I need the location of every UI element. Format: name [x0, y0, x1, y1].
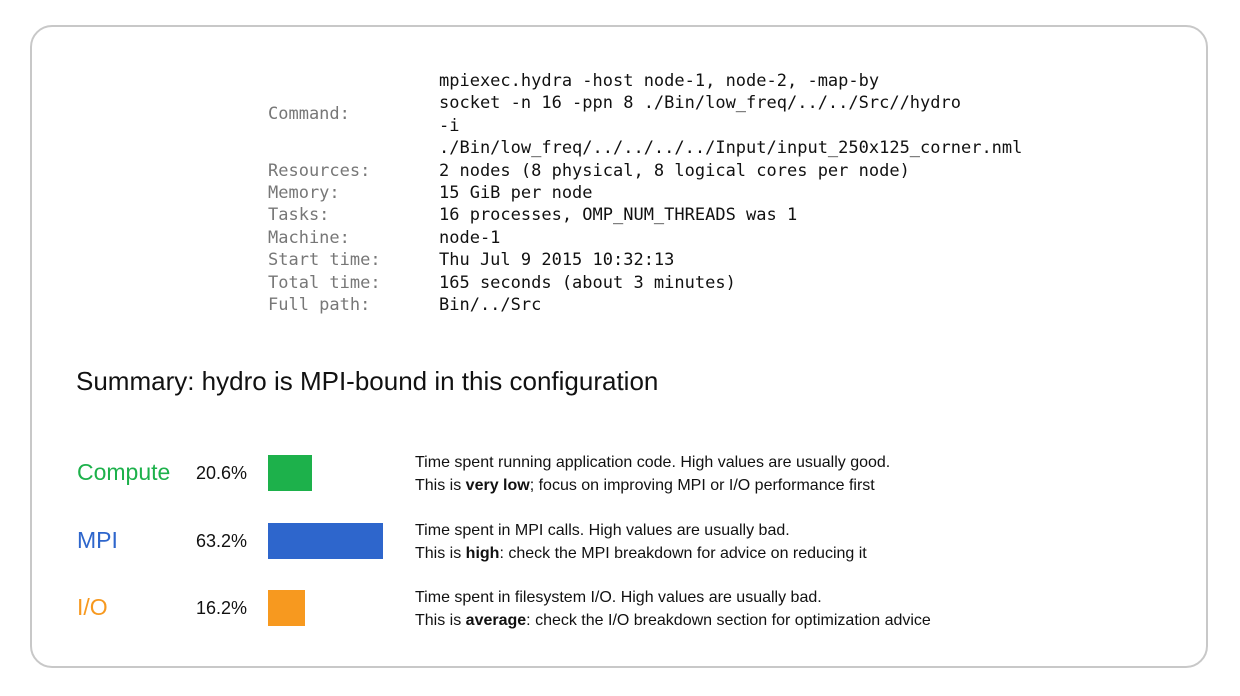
info-label: Memory: [268, 183, 340, 203]
metric-name: Compute [77, 459, 171, 485]
metric-percent: 63.2% [196, 531, 248, 551]
rating: average [465, 612, 527, 629]
info-value: 2 nodes (8 physical, 8 logical cores per… [439, 160, 910, 181]
metric-percent: 16.2% [196, 598, 248, 618]
metric-bar [268, 455, 313, 491]
description-line: Time spent in filesystem I/O. High value… [415, 589, 822, 606]
info-value: 165 seconds (about 3 minutes) [439, 272, 736, 293]
metric-description: Time spent running application code. Hig… [415, 451, 890, 497]
metric-name: I/O [77, 594, 108, 620]
command-line: ./Bin/low_freq/../../../../Input/input_2… [439, 138, 1023, 159]
command-line: -i [439, 115, 460, 136]
info-label: Resources: [268, 160, 371, 181]
info-value: node-1 [439, 227, 501, 248]
info-label: Full path: [268, 295, 371, 315]
metric-percent: 20.6% [196, 463, 248, 483]
metric-bar [268, 523, 384, 559]
description-line: Time spent in MPI calls. High values are… [415, 522, 790, 539]
command-label: Command: [268, 104, 350, 124]
command-line: mpiexec.hydra -host node-1, node-2, -map… [439, 71, 880, 91]
text: : check the I/O breakdown section for op… [526, 612, 931, 629]
command-line: socket -n 16 -ppn 8 ./Bin/low_freq/../..… [439, 93, 961, 114]
rating: high [465, 545, 500, 562]
summary-title: Summary: hydro is MPI-bound in this conf… [76, 366, 659, 396]
info-value: 15 GiB per node [439, 183, 593, 203]
description-line: Time spent running application code. Hig… [415, 454, 891, 471]
metric-description: Time spent in MPI calls. High values are… [415, 519, 867, 565]
text: This is [415, 545, 466, 562]
text: This is [415, 612, 466, 629]
text: : check the MPI breakdown for advice on … [499, 545, 867, 562]
text: This is [415, 477, 466, 494]
info-label: Machine: [268, 227, 350, 248]
info-value: Thu Jul 9 2015 10:32:13 [439, 250, 675, 271]
info-label: Total time: [268, 272, 381, 293]
info-value: 16 processes, OMP_NUM_THREADS was 1 [439, 205, 798, 226]
metric-name: MPI [77, 527, 118, 553]
description-line: This is average: check the I/O breakdown… [415, 609, 931, 632]
info-value: Bin/../Src [439, 295, 542, 315]
metric-bar [268, 590, 305, 626]
info-label: Start time: [268, 250, 381, 271]
text: ; focus on improving MPI or I/O performa… [529, 477, 875, 494]
metric-description: Time spent in filesystem I/O. High value… [415, 586, 931, 632]
report-card [30, 25, 1208, 668]
rating: very low [465, 477, 530, 494]
info-label: Tasks: [268, 205, 330, 226]
description-line: This is very low; focus on improving MPI… [415, 474, 890, 497]
description-line: This is high: check the MPI breakdown fo… [415, 542, 867, 565]
